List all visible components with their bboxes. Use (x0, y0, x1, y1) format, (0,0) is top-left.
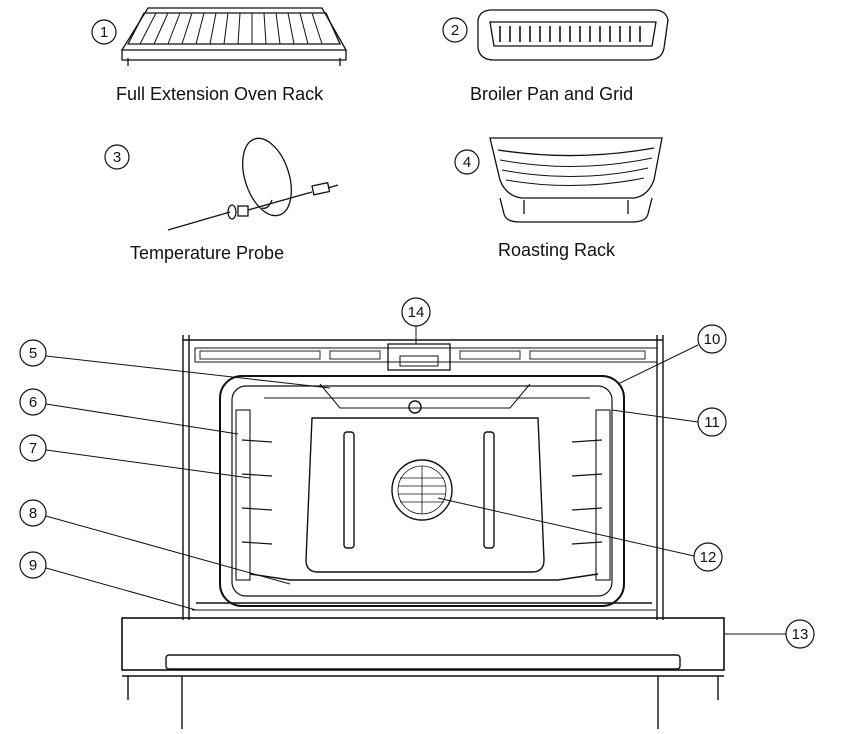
callout-7: 7 (19, 434, 47, 462)
accessory-label-oven-rack: Full Extension Oven Rack (116, 84, 324, 104)
callout-13: 13 (785, 619, 815, 649)
callout-number: 7 (29, 440, 37, 457)
callout-10: 10 (697, 324, 727, 354)
callout-1: 1 (91, 19, 117, 45)
callout-2: 2 (442, 17, 468, 43)
oven-rack-icon (120, 7, 348, 66)
callout-number: 14 (408, 304, 425, 321)
accessory-label-broiler-pan: Broiler Pan and Grid (470, 84, 634, 104)
oven-cavity-illustration (121, 335, 725, 729)
callout-number: 8 (29, 505, 37, 522)
callout-11: 11 (697, 407, 727, 437)
callout-number: 4 (463, 154, 471, 171)
callout-12: 12 (693, 542, 723, 572)
broiler-pan-icon (477, 9, 669, 61)
callout-14: 14 (401, 297, 431, 327)
callout-number: 1 (100, 24, 108, 41)
callout-number: 5 (29, 345, 37, 362)
callout-number: 2 (451, 22, 459, 39)
callout-number: 6 (29, 394, 37, 411)
callout-8: 8 (19, 499, 47, 527)
roasting-rack-icon (489, 137, 663, 223)
callout-number: 12 (700, 549, 717, 566)
accessory-label-temperature-probe: Temperature Probe (130, 243, 285, 263)
callout-9: 9 (19, 551, 47, 579)
callout-4: 4 (454, 149, 480, 175)
callout-3: 3 (104, 144, 130, 170)
callout-number: 9 (29, 557, 37, 574)
callout-5: 5 (19, 339, 47, 367)
callout-number: 10 (704, 331, 721, 348)
callout-number: 3 (113, 149, 121, 166)
callout-number: 11 (704, 414, 720, 431)
callout-6: 6 (19, 388, 47, 416)
temperature-probe-icon (167, 137, 339, 231)
callout-number: 13 (792, 626, 809, 643)
leader-lines (45, 326, 786, 635)
accessory-label-roasting-rack: Roasting Rack (498, 240, 616, 260)
